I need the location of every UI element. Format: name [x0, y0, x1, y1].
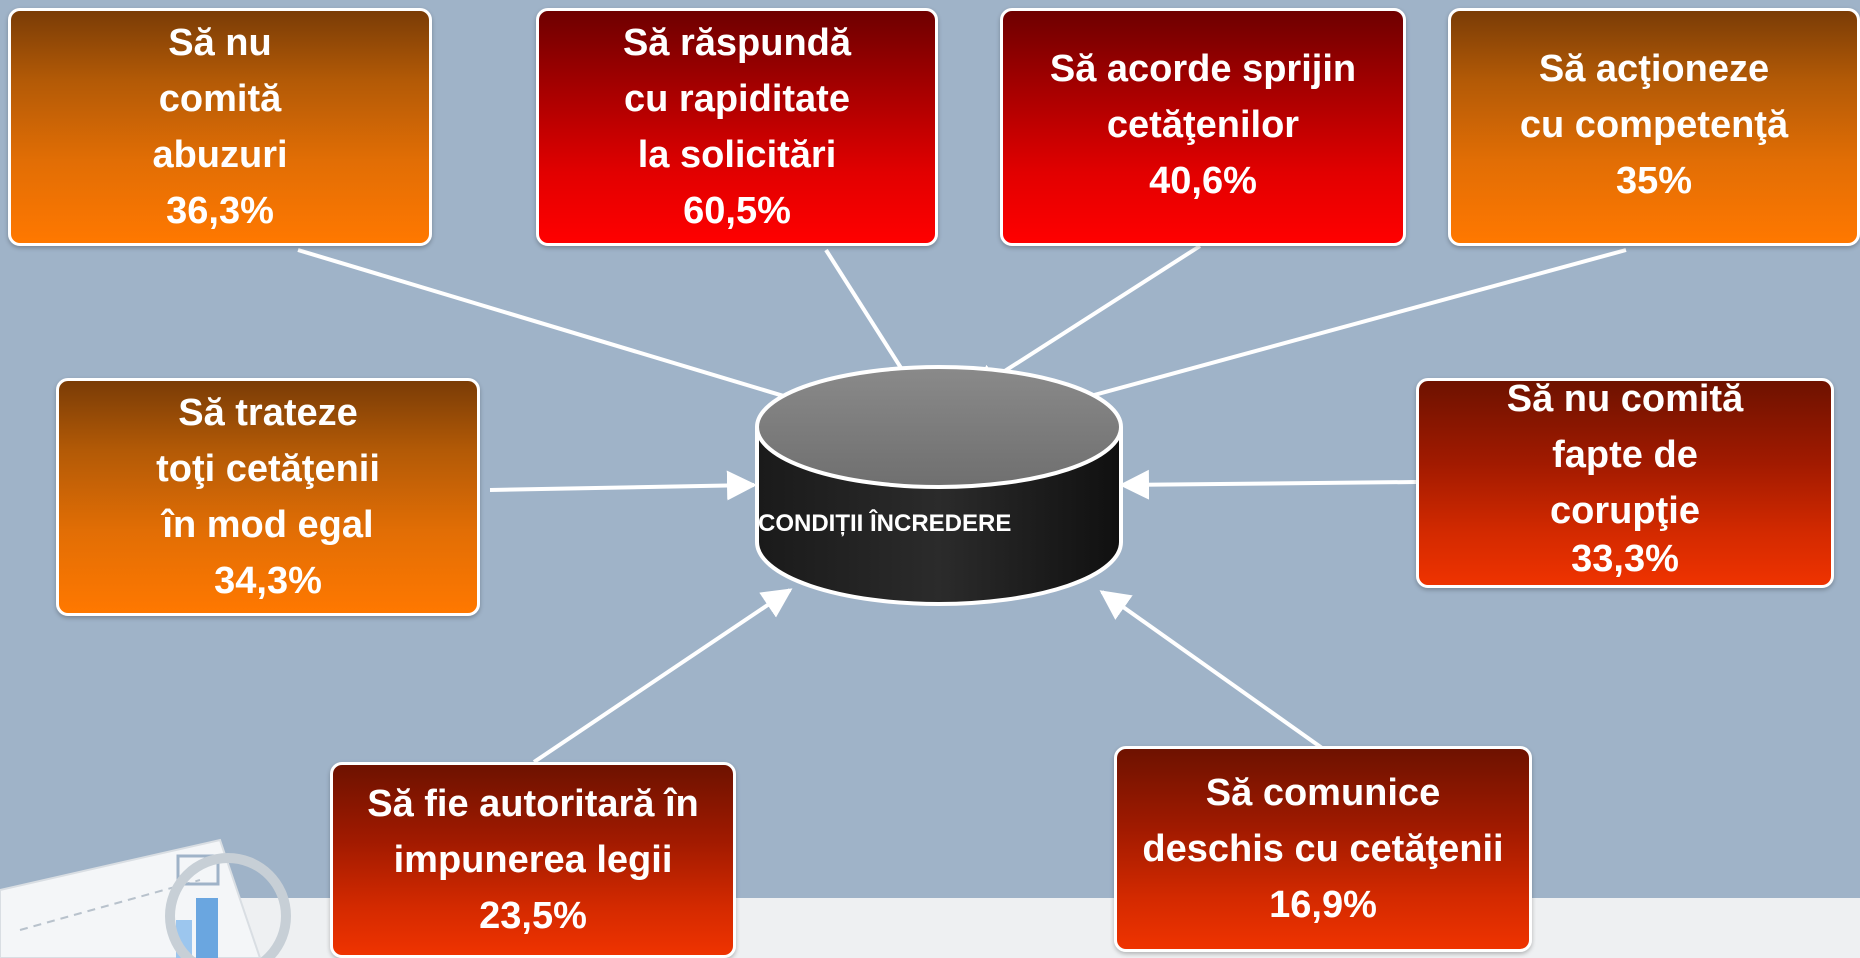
arrow-sprijin	[969, 244, 1202, 394]
condition-line: deschis cu cetăţenii	[1142, 828, 1504, 870]
condition-line: la solicitări	[637, 134, 837, 176]
condition-line: Să comunice	[1205, 772, 1441, 814]
condition-line: Să fie autoritară în	[367, 783, 699, 825]
condition-box-coruptie: Să nu comită fapte de corupţie 33,3%	[1416, 378, 1834, 588]
condition-percent: 36,3%	[166, 190, 274, 232]
arrow-autoritara	[532, 588, 793, 764]
condition-percent: 35%	[1615, 160, 1693, 202]
condition-line: cu competenţă	[1519, 104, 1789, 146]
condition-line: toţi cetăţenii	[156, 448, 380, 490]
condition-box-abuzuri: Să nu comită abuzuri 36,3%	[8, 8, 432, 246]
condition-line: cetăţenilor	[1106, 104, 1300, 146]
condition-box-sprijin: Să acorde sprijin cetăţenilor 40,6%	[1000, 8, 1406, 246]
condition-line: Să nu	[168, 22, 272, 64]
condition-percent: 34,3%	[214, 560, 322, 602]
center-label: CONDIȚII ÎNCREDERE	[758, 510, 1012, 537]
bottom-band	[0, 898, 1860, 958]
condition-percent: 33,3%	[1571, 538, 1679, 580]
condition-line: Să răspundă	[622, 22, 852, 64]
condition-line: comită	[158, 78, 282, 120]
condition-box-rapiditate: Să răspundă cu rapiditate la solicitări …	[536, 8, 938, 246]
condition-line: Să trateze	[178, 392, 358, 434]
condition-line: abuzuri	[152, 134, 288, 176]
condition-percent: 60,5%	[683, 190, 791, 232]
condition-line: cu rapiditate	[624, 78, 850, 120]
condition-box-egal: Să trateze toţi cetăţenii în mod egal 34…	[56, 378, 480, 616]
condition-line: fapte de	[1552, 434, 1698, 476]
center-cylinder	[755, 365, 1123, 606]
condition-line: în mod egal	[162, 504, 374, 546]
condition-percent: 40,6%	[1149, 160, 1257, 202]
condition-line: Să nu comită	[1506, 378, 1744, 420]
condition-percent: 23,5%	[479, 895, 587, 937]
condition-box-autoritara: Să fie autoritară în impunerea legii 23,…	[330, 762, 736, 958]
arrow-coruptie	[1119, 469, 1417, 500]
condition-line: impunerea legii	[393, 839, 673, 881]
report-magnifier-illustration	[0, 838, 291, 958]
condition-line: corupţie	[1550, 490, 1700, 532]
arrow-egal	[489, 470, 757, 501]
condition-box-comunice: Să comunice deschis cu cetăţenii 16,9%	[1114, 746, 1532, 952]
arrow-comunice	[1099, 590, 1324, 750]
condition-line: Să acţioneze	[1538, 48, 1770, 90]
condition-line: Să acorde sprijin	[1049, 48, 1357, 90]
condition-box-competenta: Să acţioneze cu competenţă 35%	[1448, 8, 1860, 246]
condition-percent: 16,9%	[1269, 884, 1377, 926]
